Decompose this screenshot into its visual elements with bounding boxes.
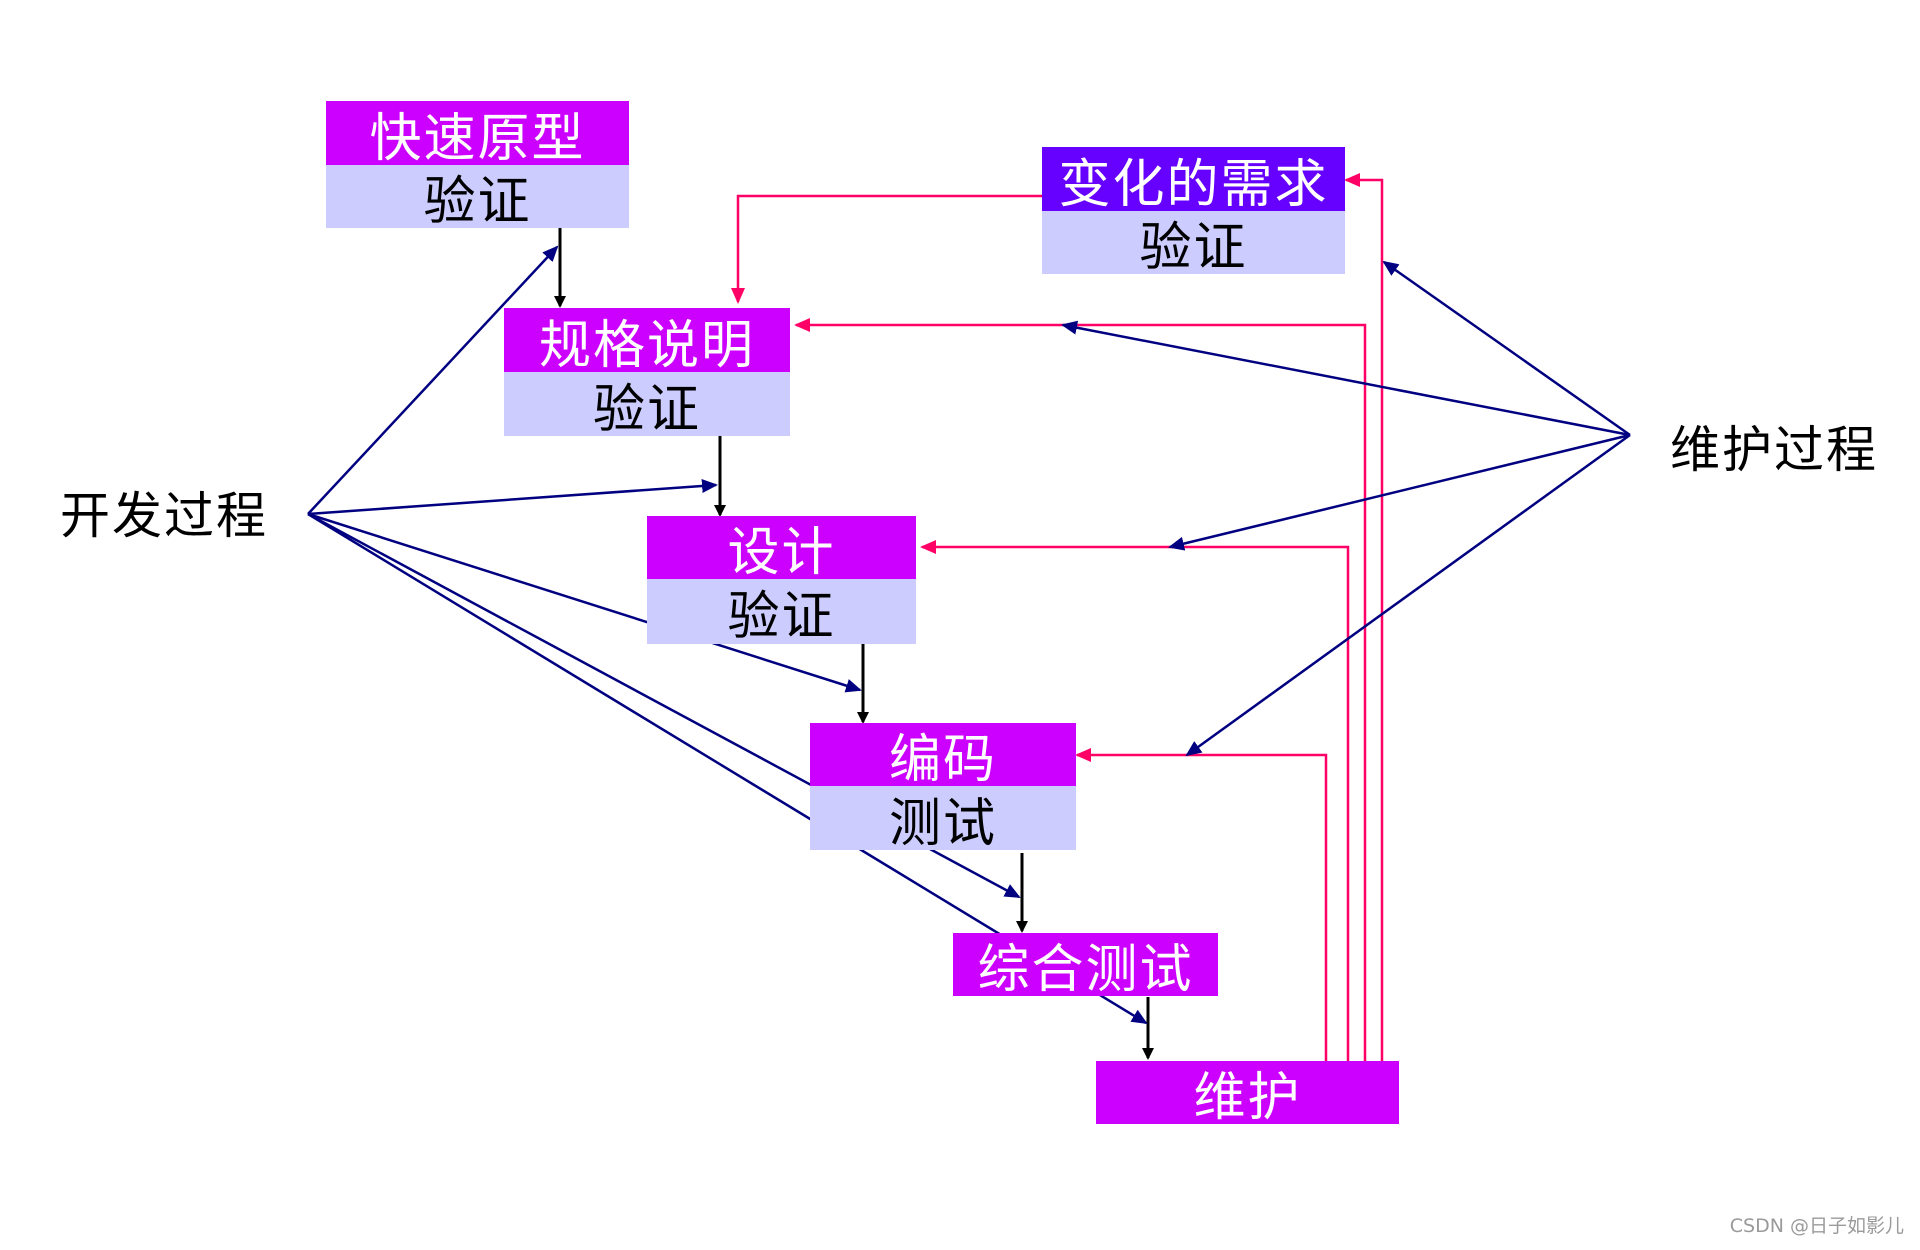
maint-arrow-to-coding bbox=[1185, 433, 1631, 757]
box-specification-sub: 验证 bbox=[504, 372, 790, 440]
feedback-to-design bbox=[920, 540, 1350, 1062]
maintenance-process-label: 维护过程 bbox=[1670, 421, 1878, 479]
dev-arrow-to-prototype bbox=[307, 245, 559, 515]
box-design-title: 设计 bbox=[647, 516, 916, 583]
feedback-to-coding bbox=[1075, 748, 1328, 1062]
box-design-sub: 验证 bbox=[647, 579, 916, 647]
box-coding-sub: 测试 bbox=[810, 786, 1076, 854]
box-rapid-prototype-title: 快速原型 bbox=[326, 101, 629, 169]
maint-arrow-to-spec bbox=[1061, 320, 1631, 437]
box-coding-title: 编码 bbox=[810, 723, 1076, 790]
box-changing-requirements-title: 变化的需求 bbox=[1042, 147, 1345, 215]
box-changing-requirements-sub: 验证 bbox=[1042, 211, 1345, 278]
development-process-label: 开发过程 bbox=[60, 487, 268, 545]
box-rapid-prototype-sub: 验证 bbox=[326, 165, 629, 232]
maint-arrow-to-requirements bbox=[1382, 260, 1631, 437]
feedback-requirements-to-spec bbox=[731, 194, 1042, 304]
feedback-to-specification bbox=[794, 318, 1367, 1062]
maintenance-feedback-arrows bbox=[731, 173, 1384, 1062]
watermark: CSDN @日子如影儿 bbox=[1729, 1215, 1904, 1237]
box-maintenance-title: 维护 bbox=[1096, 1061, 1399, 1128]
flow-arrows bbox=[554, 228, 1154, 1060]
box-integration-test-title: 综合测试 bbox=[953, 933, 1218, 1000]
maint-arrow-to-design bbox=[1168, 433, 1631, 551]
maintenance-process-arrows bbox=[1061, 260, 1631, 757]
dev-arrow-to-design bbox=[307, 512, 862, 693]
box-specification-title: 规格说明 bbox=[504, 308, 790, 376]
feedback-to-changing-requirements bbox=[1344, 173, 1384, 1062]
dev-arrow-to-spec bbox=[307, 479, 718, 516]
